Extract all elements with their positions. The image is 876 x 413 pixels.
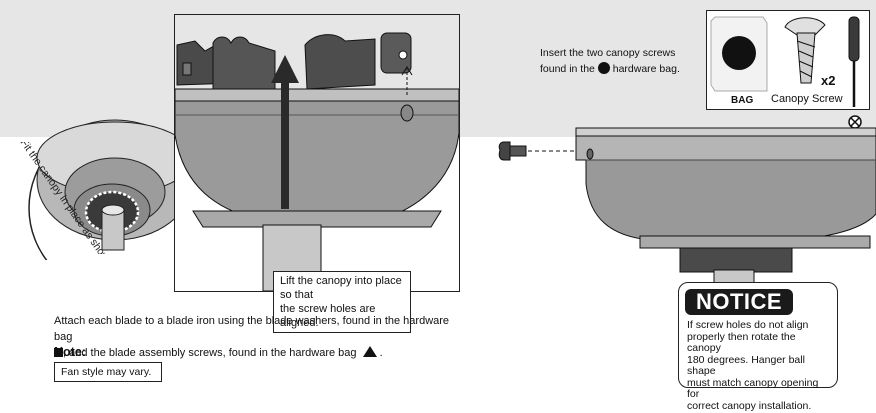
notice-box: NOTICE If screw holes do not align prope… [678, 282, 838, 411]
bag-label: BAG [731, 95, 754, 106]
screwdriver-icon [848, 16, 860, 62]
insert-line2: found in the hardware bag. [540, 62, 680, 75]
canopy-side-illustration [498, 127, 876, 294]
hardware-callout: BAG Canopy Screw x2 [706, 10, 870, 110]
circle-bag-symbol [597, 62, 610, 74]
note-box: Fan style may vary. [54, 362, 162, 382]
screw-label: Canopy Screw [771, 93, 843, 105]
side-screw-icon [498, 141, 511, 161]
notice-line4: must match canopy opening for [687, 376, 819, 400]
fit-canopy-text: Fit the canopy in place as shown. [18, 142, 117, 254]
fit-canopy-caption: Fit the canopy in place as shown. [6, 137, 156, 271]
canopy-screw-icon [784, 17, 826, 36]
lift-arrow-head [271, 55, 299, 83]
notice-line1: If screw holes do not align [687, 319, 809, 331]
notice-line2: properly then rotate the canopy [687, 330, 796, 354]
attach-line1: Attach each blade to a blade iron using … [54, 315, 450, 343]
canopy-lift-illustration [174, 15, 460, 292]
bag-circle-icon [722, 36, 756, 70]
triangle-bag-symbol [362, 346, 377, 357]
lift-caption-line1: Lift the canopy into place so that [280, 275, 402, 301]
lift-caption-box: Lift the canopy into place so that the s… [273, 271, 411, 333]
blade-instructions: Attach each blade to a blade iron using … [54, 313, 454, 361]
notice-line3: 180 degrees. Hanger ball shape [687, 353, 805, 377]
attach-line2: , and the blade assembly screws, found i… [54, 345, 454, 361]
note-text: Fan style may vary. [61, 366, 152, 378]
middle-illustration-panel [174, 14, 460, 292]
notice-title: NOTICE [685, 289, 793, 315]
quantity-label: x2 [821, 73, 836, 88]
note-label: Note: [54, 345, 86, 359]
notice-body: If screw holes do not align properly the… [687, 319, 832, 412]
curved-caption-svg: Fit the canopy in place as shown. [18, 137, 117, 271]
lift-arrow-shaft [281, 79, 289, 209]
insert-screws-instructions: Insert the two canopy screws found in th… [540, 45, 680, 77]
insert-line1: Insert the two canopy screws [540, 47, 676, 59]
lift-caption-line2: the screw holes are aligned. [280, 303, 376, 329]
notice-line5: correct canopy installation. [687, 399, 812, 412]
square-bag-symbol [54, 348, 63, 357]
